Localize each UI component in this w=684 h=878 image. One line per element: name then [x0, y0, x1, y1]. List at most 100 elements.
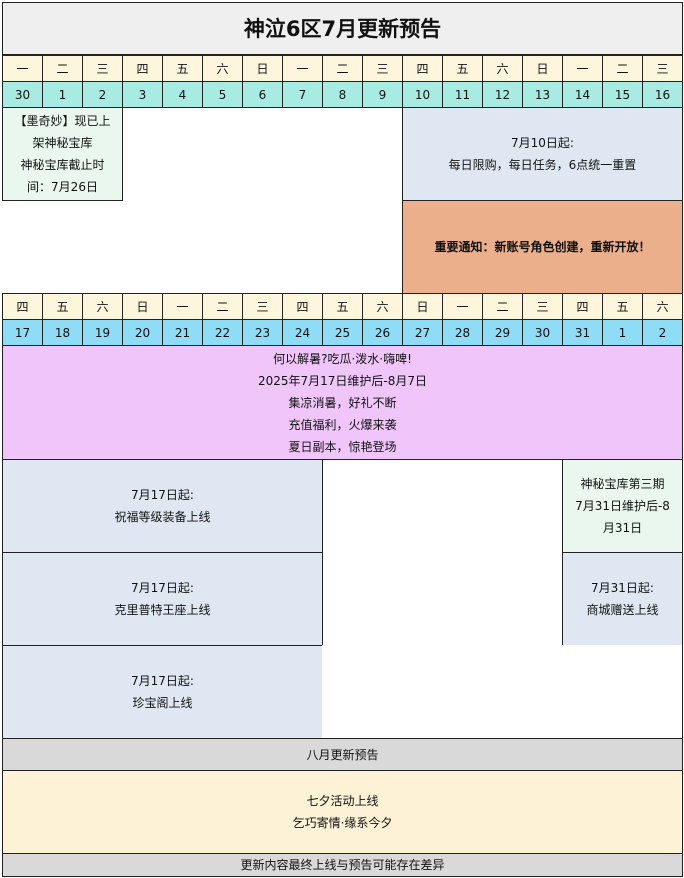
event-line: 乞巧寄情·缘系今夕 [292, 816, 393, 830]
event-line: 七夕活动上线 [306, 794, 379, 808]
event-line: 何以解暑?吃瓜·泼水·嗨啤! [273, 351, 412, 366]
date-cell: 21 [162, 319, 203, 346]
date-cell: 25 [322, 319, 363, 346]
august-header: 八月更新预告 [2, 738, 683, 771]
weekday-cell: 三 [642, 55, 683, 82]
event-treasure: 7月17日起: 珍宝阁上线 [2, 645, 323, 739]
event-line: 7月17日起: [131, 674, 194, 688]
date-cell: 2 [82, 81, 123, 108]
weekday-cell: 四 [2, 293, 43, 320]
date-cell: 19 [82, 319, 123, 346]
weekday-cell: 二 [202, 293, 243, 320]
event-line: 充值福利，火爆来袭 [288, 417, 397, 432]
date-cell: 16 [642, 81, 683, 108]
weekday-cell: 五 [602, 293, 643, 320]
weekday-cell: 一 [2, 55, 43, 82]
event-blessing: 7月17日起: 祝福等级装备上线 [2, 459, 323, 553]
weekday-cell: 五 [162, 55, 203, 82]
date-cell: 20 [122, 319, 163, 346]
weekday-cell: 三 [522, 293, 563, 320]
weekday-cell: 四 [562, 293, 603, 320]
event-line: 集凉消暑，好礼不断 [288, 395, 397, 410]
event-line: 架神秘宝库 [32, 136, 93, 150]
weekday-cell: 日 [402, 293, 443, 320]
event-line: 每日限购，每日任务，6点统一重置 [448, 158, 637, 172]
date-cell: 9 [362, 81, 403, 108]
weekday-cell: 六 [202, 55, 243, 82]
weekday-cell: 三 [242, 293, 283, 320]
weekday-cell: 六 [362, 293, 403, 320]
event-line: 7月31日起: [591, 581, 654, 595]
date-cell: 30 [522, 319, 563, 346]
event-line: 商城赠送上线 [586, 603, 659, 617]
event-line: 7月17日起: [131, 581, 194, 595]
weekday-cell: 二 [322, 55, 363, 82]
date-cell: 10 [402, 81, 443, 108]
weekday-cell: 日 [242, 55, 283, 82]
weekday-cell: 四 [122, 55, 163, 82]
event-line: 间：7月26日 [27, 180, 98, 194]
date-cell: 23 [242, 319, 283, 346]
date-cell: 31 [562, 319, 603, 346]
date-cell: 28 [442, 319, 483, 346]
event-line: 神秘宝库第三期 [580, 477, 665, 491]
event-line: 珍宝阁上线 [132, 696, 193, 710]
weekday-cell: 二 [482, 293, 523, 320]
august-items: 七夕活动上线 乞巧寄情·缘系今夕 [2, 770, 683, 854]
weekday-cell: 日 [522, 55, 563, 82]
weekday-cell: 日 [122, 293, 163, 320]
weekday-cell: 五 [322, 293, 363, 320]
weekday-cell: 四 [282, 293, 323, 320]
event-line: 祝福等级装备上线 [114, 510, 211, 524]
weekday-cell: 四 [402, 55, 443, 82]
weekday-cell: 二 [602, 55, 643, 82]
event-kreuter: 7月17日起: 克里普特王座上线 [2, 552, 323, 646]
weekday-cell: 一 [562, 55, 603, 82]
date-cell: 13 [522, 81, 563, 108]
date-cell: 26 [362, 319, 403, 346]
event-line: 7月17日起: [131, 488, 194, 502]
weekday-cell: 一 [442, 293, 483, 320]
weekday-cell: 六 [82, 293, 123, 320]
date-cell: 8 [322, 81, 363, 108]
date-cell: 15 [602, 81, 643, 108]
date-cell: 18 [42, 319, 83, 346]
empty-area [322, 645, 683, 739]
event-line: 7月31日维护后-8 [575, 499, 670, 513]
date-cell: 5 [202, 81, 243, 108]
date-cell: 14 [562, 81, 603, 108]
page-title: 神泣6区7月更新预告 [2, 2, 683, 55]
date-cell: 17 [2, 319, 43, 346]
weekday-cell: 五 [442, 55, 483, 82]
date-cell: 11 [442, 81, 483, 108]
date-cell: 30 [2, 81, 43, 108]
event-line: 重要通知：新账号角色创建，重新开放！ [434, 240, 651, 254]
date-cell: 29 [482, 319, 523, 346]
event-line: 2025年7月17日维护后-8月7日 [257, 373, 428, 388]
date-cell: 7 [282, 81, 323, 108]
event-summer: 何以解暑?吃瓜·泼水·嗨啤! 2025年7月17日维护后-8月7日 集凉消暑，好… [2, 345, 683, 460]
date-cell: 27 [402, 319, 443, 346]
event-vault3: 神秘宝库第三期 7月31日维护后-8 月31日 [562, 459, 683, 553]
event-mall-gift: 7月31日起: 商城赠送上线 [562, 552, 683, 646]
weekday-cell: 一 [282, 55, 323, 82]
date-cell: 3 [122, 81, 163, 108]
date-cell: 22 [202, 319, 243, 346]
date-cell: 4 [162, 81, 203, 108]
event-line: 7月10日起: [511, 136, 574, 150]
date-cell: 6 [242, 81, 283, 108]
weekday-cell: 六 [482, 55, 523, 82]
event-line: 克里普特王座上线 [114, 603, 211, 617]
footer-disclaimer: 更新内容最终上线与预告可能存在差异 [2, 853, 683, 877]
date-cell: 24 [282, 319, 323, 346]
weekday-cell: 一 [162, 293, 203, 320]
event-line: 【墨奇妙】现已上 [14, 114, 111, 128]
event-line: 夏日副本，惊艳登场 [288, 439, 397, 454]
weekday-cell: 三 [82, 55, 123, 82]
event-line: 神秘宝库截止时 [20, 158, 105, 172]
weekday-cell: 五 [42, 293, 83, 320]
weekday-cell: 三 [362, 55, 403, 82]
weekday-cell: 二 [42, 55, 83, 82]
date-cell: 1 [602, 319, 643, 346]
event-daily-reset: 7月10日起: 每日限购，每日任务，6点统一重置 [402, 107, 683, 201]
